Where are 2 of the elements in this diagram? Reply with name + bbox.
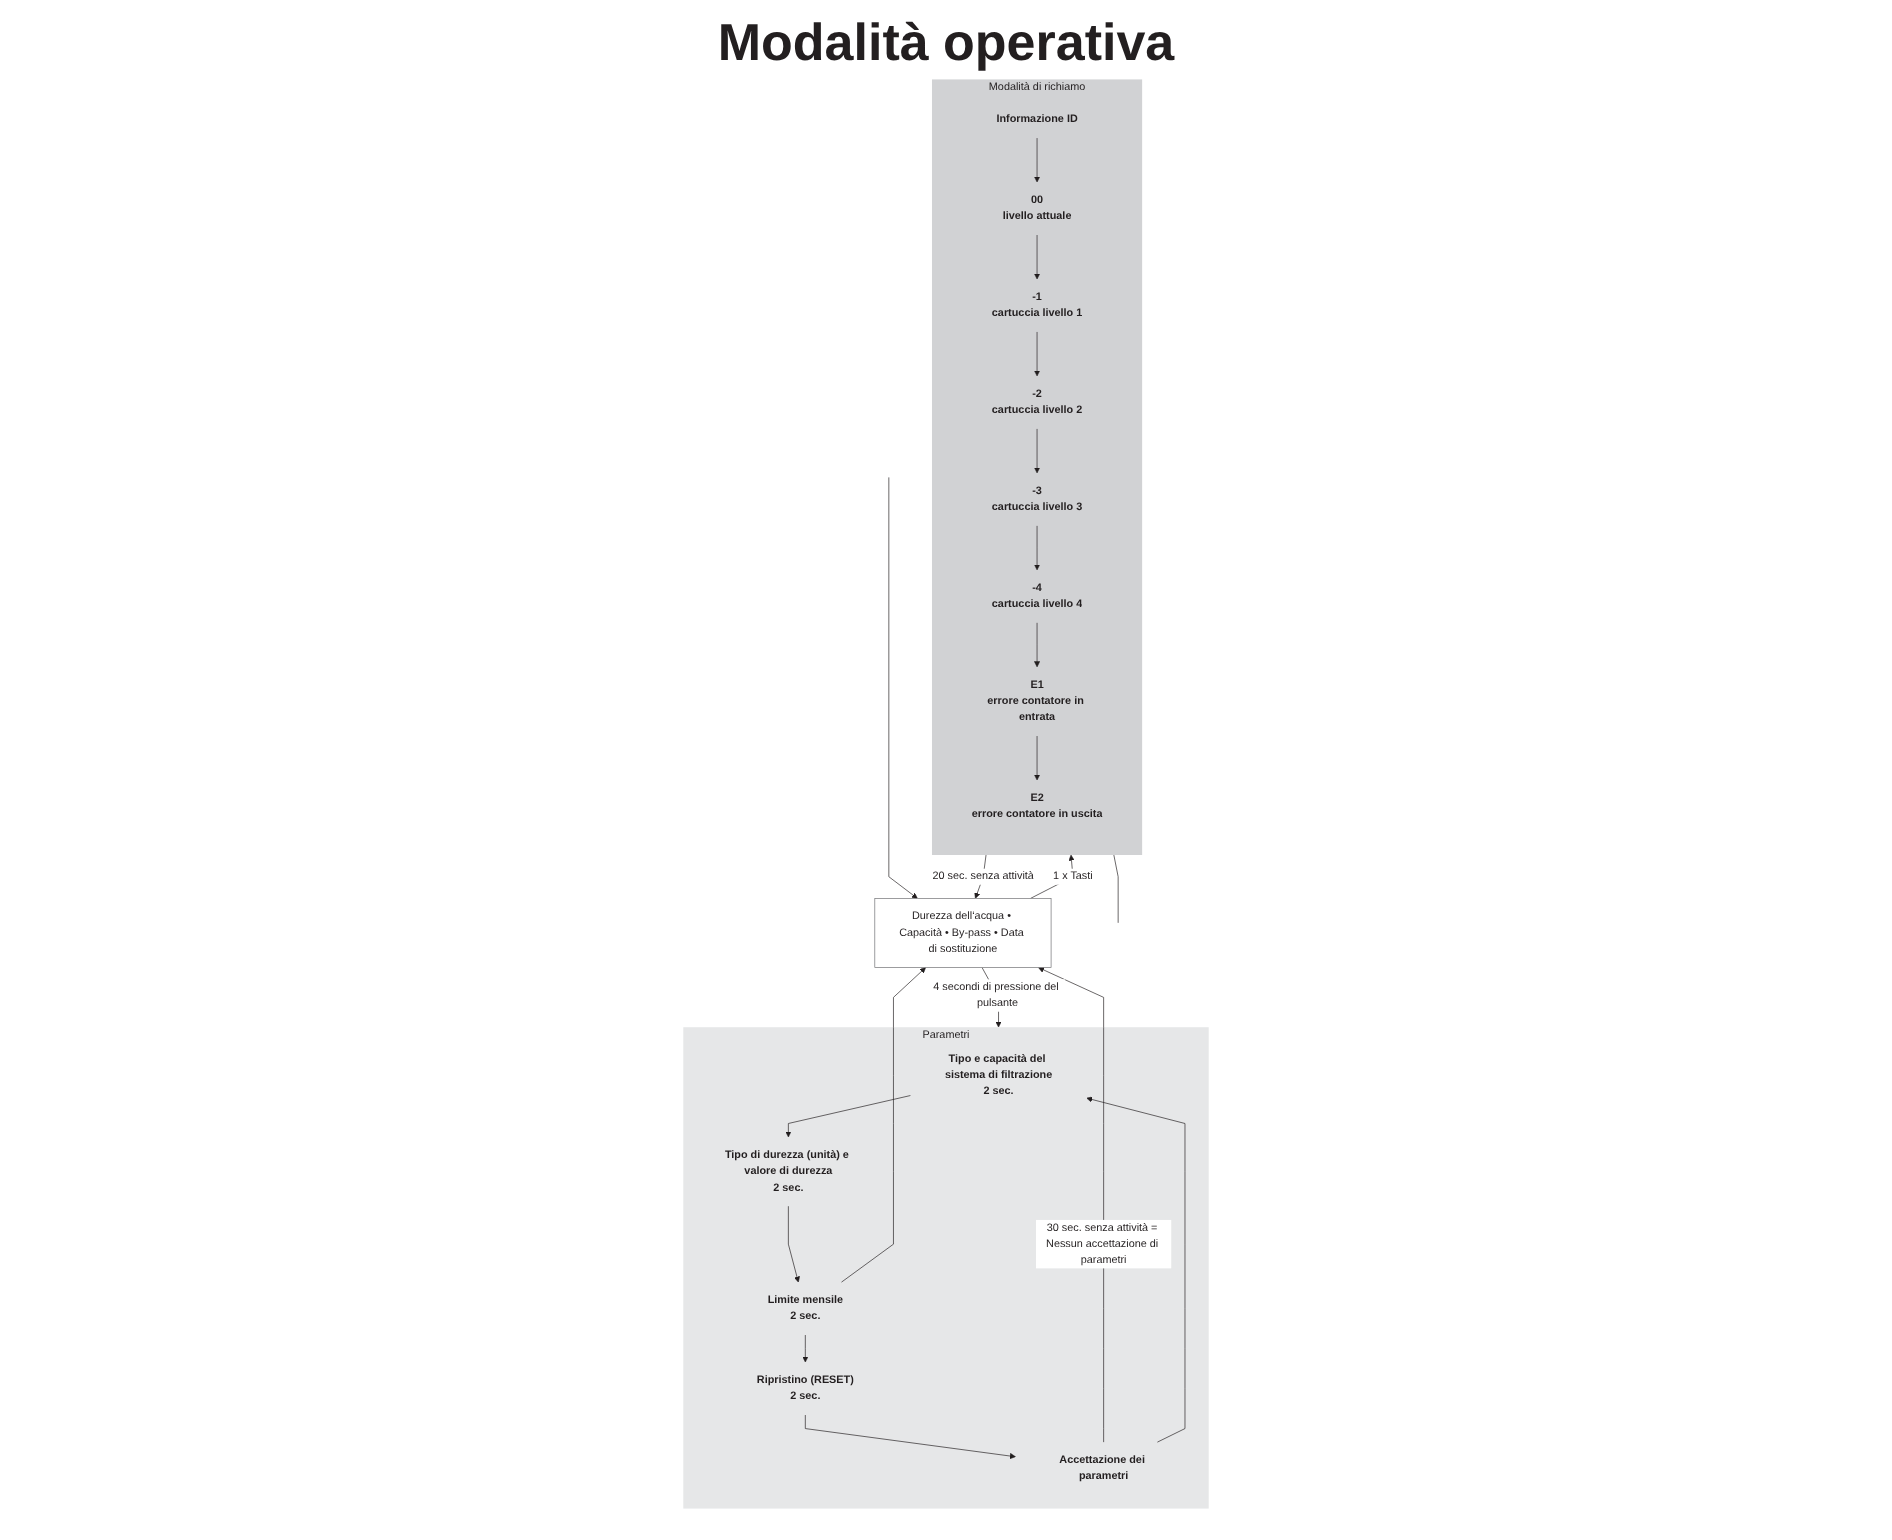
connector	[1113, 854, 1119, 924]
diagram-title: Modalità operativa	[715, 12, 1177, 74]
